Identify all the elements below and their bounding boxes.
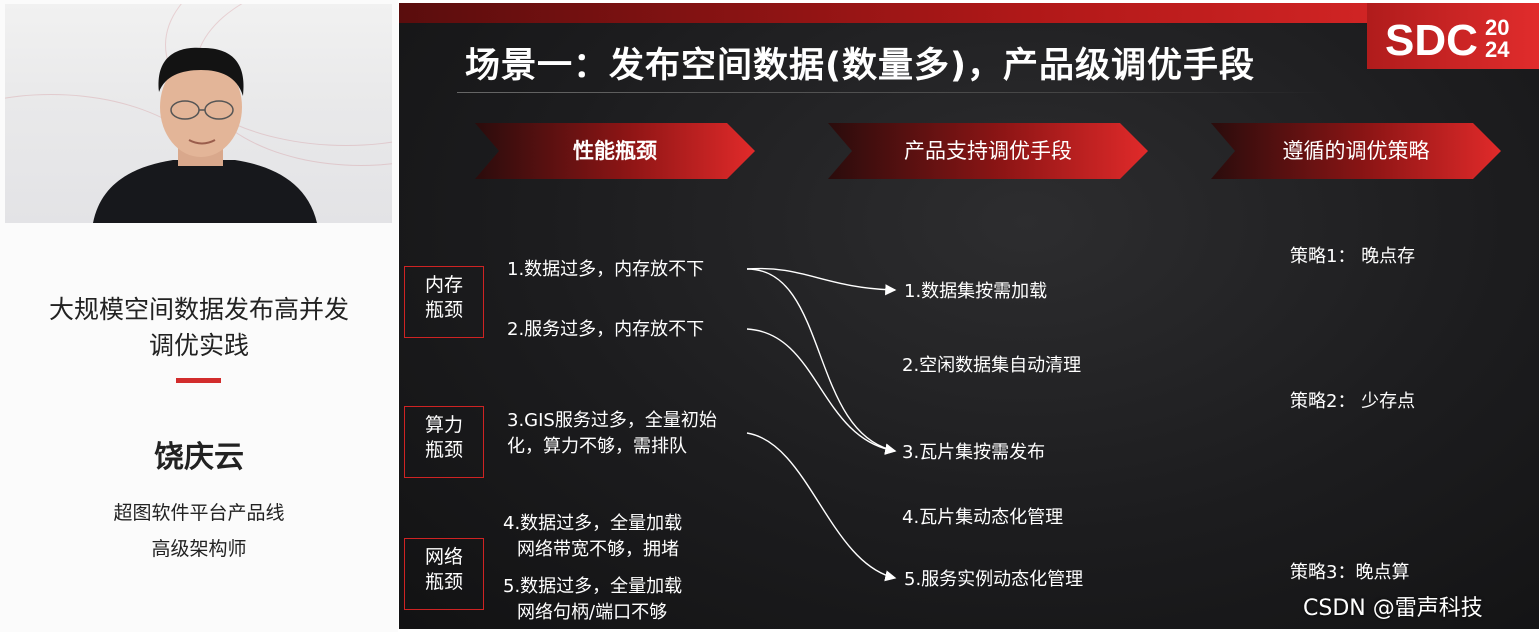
- solution-item: 2.空闲数据集自动清理: [902, 353, 1081, 379]
- solution-item: 1.数据集按需加载: [904, 279, 1047, 305]
- issue-to-solution-connectors: [399, 3, 1539, 629]
- solution-item: 3.瓦片集按需发布: [902, 440, 1045, 466]
- solution-item: 5.服务实例动态化管理: [904, 567, 1083, 593]
- strategy-item: 策略3：晚点算: [1290, 560, 1409, 586]
- speaker-avatar: [5, 4, 392, 223]
- strategy-item: 策略2： 少存点: [1290, 389, 1415, 415]
- speaker-name: 饶庆云: [0, 432, 398, 476]
- talk-title-line: 大规模空间数据发布高并发: [10, 292, 388, 328]
- presenter-panel: 大规模空间数据发布高并发 调优实践 饶庆云 超图软件平台产品线 高级架构师: [0, 0, 398, 632]
- speaker-role: 高级架构师: [0, 534, 398, 561]
- speaker-organization: 超图软件平台产品线: [0, 498, 398, 525]
- talk-title-line: 调优实践: [10, 328, 388, 364]
- connector-arrow-icon: [747, 269, 895, 451]
- solution-item: 4.瓦片集动态化管理: [902, 505, 1063, 531]
- presentation-slide: SDC 20 24 场景一：发布空间数据(数量多)，产品级调优手段 性能瓶颈: [399, 3, 1539, 629]
- strategy-item: 策略1： 晚点存: [1290, 244, 1415, 270]
- connector-arrow-icon: [747, 329, 895, 451]
- csdn-watermark: CSDN @雷声科技: [1303, 590, 1483, 622]
- title-underline: [176, 378, 221, 383]
- connector-arrow-icon: [747, 269, 895, 290]
- talk-title: 大规模空间数据发布高并发 调优实践: [10, 292, 388, 364]
- connector-arrow-icon: [747, 433, 895, 578]
- speaker-video: [5, 4, 392, 223]
